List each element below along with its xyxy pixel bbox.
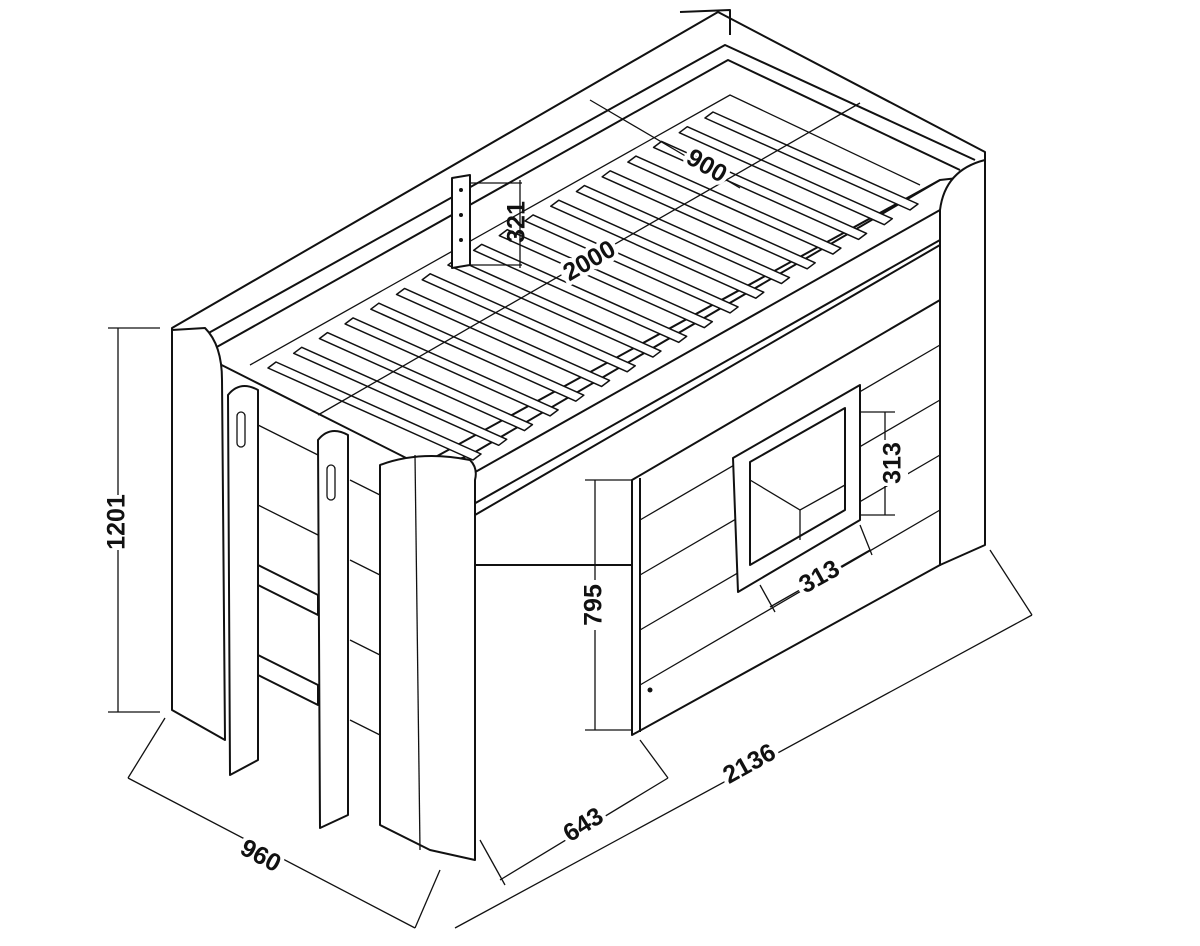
right-end-panel <box>939 159 986 566</box>
ladder <box>227 385 349 829</box>
slat <box>704 111 919 211</box>
dim-guard-height: 321 <box>503 201 531 243</box>
left-end-panels <box>171 327 477 861</box>
slat <box>421 273 636 373</box>
slat <box>267 361 482 461</box>
slat <box>652 140 868 241</box>
slat <box>292 346 508 447</box>
dim-depth: 960 <box>236 834 286 878</box>
slat <box>318 331 534 432</box>
guard-post <box>451 174 471 269</box>
dim-lower-height: 795 <box>580 584 608 626</box>
slat <box>601 170 816 270</box>
slat <box>472 243 688 344</box>
slat <box>575 184 791 285</box>
slat <box>550 199 765 299</box>
slat <box>524 214 739 314</box>
slat <box>627 155 842 255</box>
dim-window-height: 313 <box>879 442 907 484</box>
dim-length-total: 2136 <box>718 738 780 789</box>
slat <box>678 125 894 226</box>
slat <box>498 228 714 329</box>
slats <box>267 111 919 461</box>
dim-height-total: 1201 <box>103 494 131 550</box>
slat <box>370 302 585 402</box>
slat <box>344 317 559 417</box>
slat <box>395 287 611 388</box>
window <box>732 384 861 593</box>
